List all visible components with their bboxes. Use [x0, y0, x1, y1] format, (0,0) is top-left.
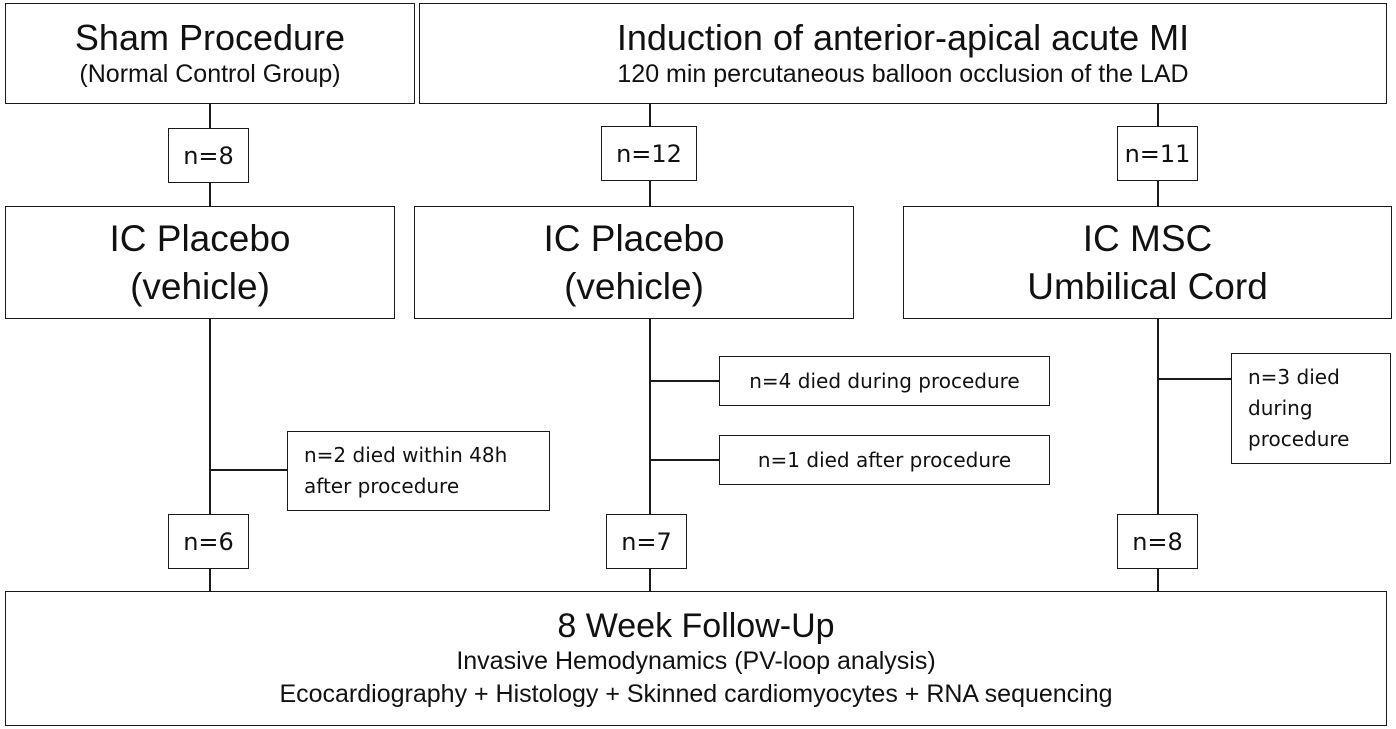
- connector-msc-death: [1158, 378, 1232, 380]
- group-sham-placebo-box: IC Placebo (vehicle): [5, 206, 395, 319]
- group-mi-placebo-line1: IC Placebo: [543, 217, 725, 259]
- count-msc-initial: n=11: [1117, 126, 1198, 181]
- death-placebo-after-box: n=1 died after procedure: [719, 435, 1050, 485]
- death-msc-box: n=3 died during procedure: [1231, 353, 1391, 464]
- mi-induction-box: Induction of anterior-apical acute MI 12…: [419, 3, 1387, 104]
- death-msc-line1: n=3 died: [1248, 365, 1340, 389]
- count-placebo-initial: n=12: [601, 126, 697, 181]
- connector-sham-bottom: [209, 318, 211, 592]
- death-placebo-during-box: n=4 died during procedure: [719, 356, 1050, 406]
- followup-line2: Ecocardiography + Histology + Skinned ca…: [279, 679, 1113, 708]
- followup-box: 8 Week Follow-Up Invasive Hemodynamics (…: [5, 591, 1387, 726]
- connector-msc-bottom: [1157, 318, 1159, 592]
- count-sham-initial: n=8: [168, 128, 249, 183]
- sham-procedure-subtitle: (Normal Control Group): [79, 60, 341, 88]
- group-mi-placebo-line2: (vehicle): [564, 265, 704, 307]
- death-sham-line2: after procedure: [304, 474, 460, 498]
- group-mi-msc-line1: IC MSC: [1082, 217, 1213, 259]
- sham-procedure-title: Sham Procedure: [74, 17, 346, 58]
- group-sham-placebo-line1: IC Placebo: [109, 217, 291, 259]
- death-msc-line3: procedure: [1248, 427, 1350, 451]
- mi-induction-subtitle: 120 min percutaneous balloon occlusion o…: [617, 60, 1189, 88]
- count-msc-final: n=8: [1117, 514, 1198, 569]
- connector-placebo-death-after: [650, 459, 720, 461]
- connector-sham-death: [210, 469, 288, 471]
- count-sham-final: n=6: [168, 514, 249, 569]
- connector-placebo-death-during: [650, 380, 720, 382]
- death-msc-line2: during: [1248, 396, 1313, 420]
- followup-line1: Invasive Hemodynamics (PV-loop analysis): [456, 646, 936, 675]
- group-mi-msc-line2: Umbilical Cord: [1027, 265, 1268, 307]
- count-placebo-final: n=7: [606, 514, 687, 569]
- death-sham-box: n=2 died within 48h after procedure: [287, 431, 550, 511]
- group-mi-placebo-box: IC Placebo (vehicle): [414, 206, 854, 319]
- sham-procedure-box: Sham Procedure (Normal Control Group): [5, 3, 415, 104]
- connector-placebo-bottom: [649, 318, 651, 592]
- death-sham-line1: n=2 died within 48h: [304, 443, 508, 467]
- group-sham-placebo-line2: (vehicle): [130, 265, 270, 307]
- group-mi-msc-box: IC MSC Umbilical Cord: [903, 206, 1392, 319]
- mi-induction-title: Induction of anterior-apical acute MI: [616, 17, 1190, 58]
- followup-title: 8 Week Follow-Up: [557, 606, 835, 645]
